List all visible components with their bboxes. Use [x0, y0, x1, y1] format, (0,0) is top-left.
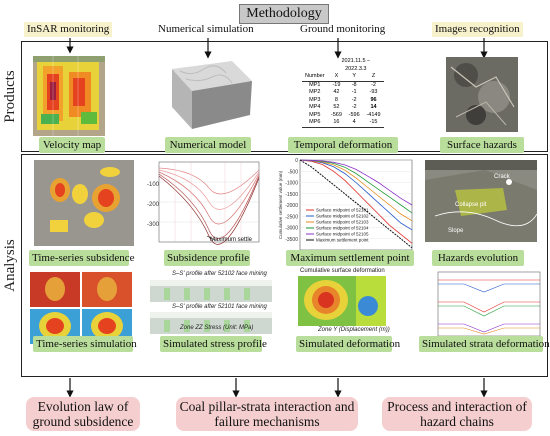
strata-deformation-chart: 0 1000 2000: [437, 271, 541, 344]
profile-52102-text: S–S' profile after 52102 face mining: [172, 271, 267, 277]
legend-label: Surface midpoint of 52101: [316, 208, 369, 213]
stress-axis-text: Zone ZZ Stress (Unit: MPa): [180, 325, 254, 331]
outcome-ground-subsidence: Evolution law of ground subsidence: [26, 397, 140, 431]
analysis-side-label: Analysis: [0, 154, 22, 377]
series-line: [299, 159, 413, 244]
simulated-deformation-image: [298, 276, 386, 326]
table-period: 2021.11.5 – 2022.3.3: [341, 58, 371, 72]
deformation-title-text: Cumulative surface deformation: [300, 268, 385, 274]
y-tick-label: -2000: [285, 203, 298, 209]
subsidence-profile-chart: -100 -200 -300: [147, 161, 260, 245]
stress-profile-top-image: [150, 280, 272, 302]
time-series-subsidence-label: Time-series subsidence: [29, 250, 135, 266]
time-series-subsidence-image: [34, 160, 134, 246]
legend-label: Surface midpoint of 52104: [316, 226, 369, 231]
y-tick-label: -1500: [285, 192, 298, 198]
velocity-map-image: [33, 56, 105, 136]
series-line: [299, 159, 413, 249]
series-line: [299, 159, 413, 231]
time-series-simulation-image: [30, 272, 132, 344]
table-row: MP5-569-596-4149: [309, 111, 381, 118]
svg-text:-200: -200: [147, 202, 160, 208]
series-line: [299, 159, 413, 206]
y-tick-label: -3500: [285, 237, 298, 243]
simulated-stress-label: Simulated stress profile: [160, 336, 267, 352]
svg-text:-100: -100: [147, 182, 160, 188]
column-insar: InSAR monitoring: [24, 22, 113, 37]
numerical-model-image: [172, 61, 252, 129]
max-settlement-chart: 0 -500 -1000 -1500 -2000 -2500 -3000 -3500Cumul…: [278, 158, 413, 251]
deformation-axis-text: Zone Y (Displacement (m)): [318, 327, 390, 333]
y-axis-label: Cumulative settlement value (mm): [278, 170, 283, 239]
column-ground: Ground monitoring: [300, 23, 386, 35]
legend-label: Maximum settlement point: [316, 238, 369, 243]
y-tick-label: -2500: [285, 214, 298, 220]
outcome-coal-pillar: Coal pillar-strata interaction and failu…: [176, 397, 358, 431]
y-tick-label: -1000: [285, 181, 298, 187]
max-mean-settle-annotation: Maximum settle: [210, 237, 253, 243]
outcome-hazard-chains: Process and interaction of hazard chains: [382, 397, 532, 431]
y-tick-label: -500: [288, 169, 298, 175]
products-side-label: Products: [0, 41, 22, 152]
stress-profile-bottom-image: [150, 312, 272, 334]
y-tick-label: 0: [295, 158, 298, 164]
crack-annotation: Crack: [494, 174, 510, 180]
numerical-model-label: Numerical model: [165, 137, 251, 153]
velocity-map-label: Velocity map: [39, 137, 105, 153]
time-series-simulation-label: Time-series simulation: [33, 336, 137, 352]
svg-text:-300: -300: [147, 222, 160, 228]
slope-annotation: Slope: [448, 228, 464, 234]
legend-label: Surface midpoint of 52102: [316, 214, 369, 219]
table-row: MP1-19-8-2: [309, 81, 376, 88]
legend-label: Surface midpoint of 52103: [316, 220, 369, 225]
surface-hazards-label: Surface hazards: [440, 137, 524, 153]
legend-label: Surface midpoint of 52105: [316, 232, 369, 237]
column-numerical: Numerical simulation: [158, 23, 254, 35]
series-line: [299, 159, 413, 222]
hazards-evolution-image: [425, 160, 537, 242]
simulated-deformation-label: Simulated deformation: [296, 336, 400, 352]
profile-52101-text: S–S' profile after 52101 face mining: [172, 304, 267, 310]
y-tick-label: -3000: [285, 226, 298, 232]
column-images: Images recognition: [432, 22, 523, 37]
surface-hazards-image: [446, 57, 518, 132]
max-settlement-label: Maximum settlement point: [286, 250, 414, 266]
collapse-annotation: Collapse pit: [455, 202, 487, 208]
methodology-header: Methodology: [239, 4, 329, 24]
temporal-deformation-label: Temporal deformation: [288, 137, 398, 153]
strata-deformation-label: Simulated strata deformation: [419, 336, 550, 352]
subsidence-profile-label: Subsidence profile: [164, 250, 250, 266]
hazards-evolution-label: Hazards evolution: [432, 250, 524, 266]
